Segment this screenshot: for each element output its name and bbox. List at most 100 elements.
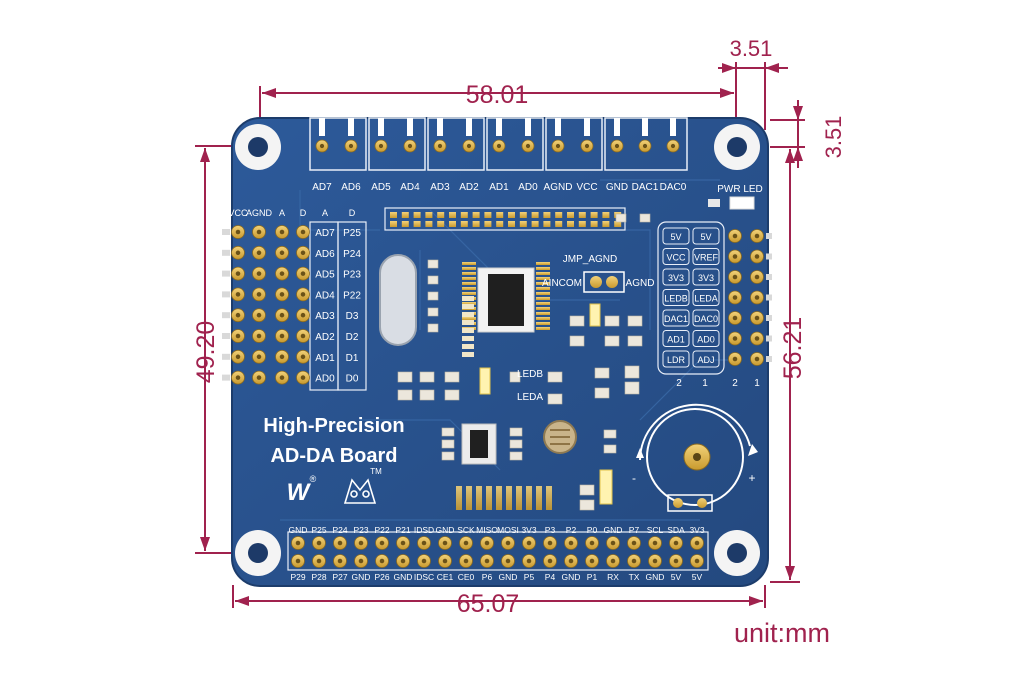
- board-title-line1: High-Precision: [263, 415, 404, 437]
- gpio-top-label: GND: [604, 525, 623, 535]
- gpio-bottom-label: GND: [352, 572, 371, 582]
- registered-mark: ®: [310, 474, 317, 484]
- smd-part: [604, 335, 620, 347]
- ledb-label: LEDB: [517, 369, 543, 380]
- gpio-pins: [291, 536, 704, 568]
- gpio-top-label: GND: [289, 525, 308, 535]
- potentiometer: [636, 403, 758, 512]
- gpio-top-label: P25: [311, 525, 326, 535]
- terminal-lead: [496, 118, 502, 136]
- smd-part: [624, 365, 640, 379]
- terminal-lead: [670, 118, 676, 136]
- smd-part: [509, 371, 521, 383]
- right-label-right: VREF: [694, 253, 719, 263]
- unit-label: unit:mm: [734, 618, 830, 648]
- terminal-lead: [525, 118, 531, 136]
- right-label-left: AD1: [667, 335, 685, 345]
- right-label-left: LDR: [667, 355, 686, 365]
- smd-part: [427, 275, 439, 285]
- terminal-lead: [348, 118, 354, 136]
- gpio-bottom-label: GND: [646, 572, 665, 582]
- gpio-bottom-label: TX: [629, 572, 640, 582]
- terminal-lead: [555, 118, 561, 136]
- led: [599, 469, 613, 505]
- leda-label: LEDA: [517, 392, 543, 403]
- terminal-label: AD5: [371, 182, 391, 193]
- led: [479, 367, 491, 395]
- smd-part: [627, 335, 643, 347]
- terminal-lead: [378, 118, 384, 136]
- right-label-left: DAC1: [664, 314, 688, 324]
- smd-part: [603, 429, 617, 439]
- pwr-led-label: PWR LED: [717, 184, 763, 195]
- right-label-left: VCC: [666, 253, 686, 263]
- smd-part: [427, 291, 439, 301]
- dim-top-width: 58.01: [466, 81, 529, 109]
- smd-part: [509, 427, 523, 437]
- gpio-bottom-label: GND: [394, 572, 413, 582]
- smd-part: [397, 389, 413, 401]
- waveshare-logo: W: [287, 479, 312, 506]
- aincom-label: AINCOM: [542, 278, 582, 289]
- right-label-right: DAC0: [694, 314, 718, 324]
- gpio-header-outline: [287, 531, 709, 571]
- gpio-top-label: IDSD: [414, 525, 434, 535]
- gpio-top-label: GND: [436, 525, 455, 535]
- gpio-top-label: P3: [545, 525, 556, 535]
- terminal-label: AD0: [518, 182, 538, 193]
- smd-part: [569, 315, 585, 327]
- gpio-bottom-label: P1: [587, 572, 598, 582]
- smd-part: [639, 213, 651, 223]
- gpio-bottom-label: P4: [545, 572, 556, 582]
- terminal-lead: [466, 118, 472, 136]
- smd-part: [397, 371, 413, 383]
- left-label-a: AD5: [315, 270, 335, 281]
- gpio-bottom-label: P29: [290, 572, 305, 582]
- right-label-right: LEDA: [694, 294, 718, 304]
- gpio-bottom-label: P5: [524, 572, 535, 582]
- terminal-label: AD4: [400, 182, 420, 193]
- smd-part: [441, 427, 455, 437]
- terminal-lead: [407, 118, 413, 136]
- left-label-d: D1: [346, 353, 359, 364]
- dim-bottom-width: 65.07: [457, 590, 520, 618]
- left-label-d: D0: [346, 374, 359, 385]
- terminal-label: AGND: [544, 182, 573, 193]
- smd-part: [624, 381, 640, 395]
- gpio-top-label: MISO: [476, 525, 498, 535]
- gpio-bottom-label: P27: [332, 572, 347, 582]
- terminal-lead: [437, 118, 443, 136]
- left-label-d: D2: [346, 332, 359, 343]
- terminal-lead: [614, 118, 620, 136]
- right-label-right: ADJ: [697, 355, 714, 365]
- terminal-label: GND: [606, 182, 628, 193]
- gpio-top-label: P21: [395, 525, 410, 535]
- smd-part: [579, 484, 595, 496]
- right-label-left: 5V: [670, 232, 681, 242]
- left-header-pins: [222, 225, 310, 385]
- left-col-title: D: [300, 208, 307, 218]
- smd-part: [427, 323, 439, 333]
- left-label-a: AD7: [315, 228, 335, 239]
- left-label-a: AD3: [315, 311, 335, 322]
- right-label-left: 3V3: [668, 273, 684, 283]
- gpio-bottom-label: P28: [311, 572, 326, 582]
- gpio-top-label: SCL: [647, 525, 664, 535]
- terminal-pins: [315, 118, 680, 153]
- smd-part: [547, 371, 563, 383]
- smd-part: [441, 451, 455, 461]
- right-header-num: 1: [754, 378, 760, 389]
- gpio-bottom-label: P26: [374, 572, 389, 582]
- agnd-label: AGND: [626, 278, 655, 289]
- dim-right-offset: 3.51: [821, 116, 846, 159]
- terminal-lead: [642, 118, 648, 136]
- gpio-top-label: 3V3: [521, 525, 536, 535]
- left-label-a: AD4: [315, 290, 335, 301]
- left-label-a: AD2: [315, 332, 335, 343]
- gpio-bottom-label: P6: [482, 572, 493, 582]
- dim-left-height: 49.20: [192, 321, 220, 384]
- pwr-led: [729, 196, 755, 210]
